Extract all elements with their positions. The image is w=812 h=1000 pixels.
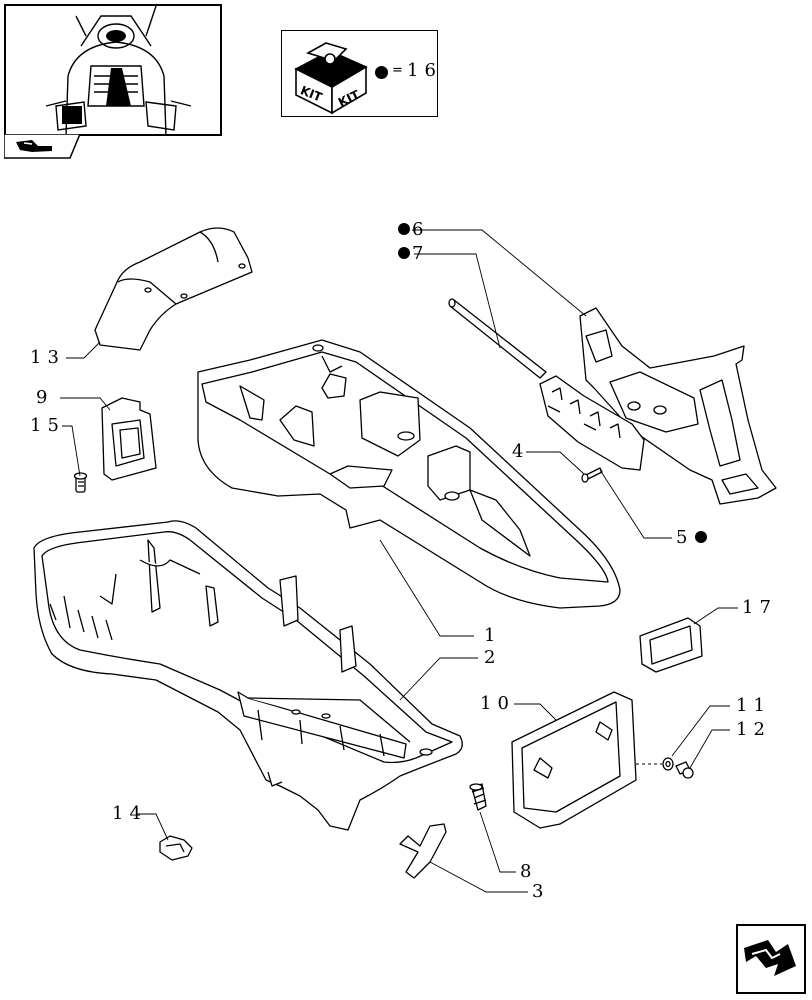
- kit-bullet-icon: [695, 530, 708, 543]
- kit-equals: =: [392, 63, 403, 78]
- part-3-clip: [399, 823, 447, 879]
- callout-5: 5: [676, 528, 709, 548]
- part-5-strip: [539, 375, 645, 471]
- callout-11: 11: [736, 695, 771, 716]
- callout-6: 6: [396, 220, 429, 240]
- callout-4: 4: [512, 441, 530, 462]
- thumbnail-tab: [3, 133, 82, 160]
- part-10-cover-plate: [511, 691, 637, 829]
- kit-reference-box: KIT KIT: [281, 30, 438, 117]
- pointer-hand-icon: [16, 140, 52, 152]
- navigation-arrow-icon: [744, 940, 796, 976]
- part-12-bolt: [675, 761, 694, 779]
- part-1-console-upper: [197, 339, 621, 609]
- callout-1: 1: [484, 625, 502, 646]
- kit-box-icon: KIT KIT: [294, 42, 368, 115]
- kit-bullet-icon: [398, 222, 410, 235]
- part-17-cap: [639, 617, 703, 673]
- callout-12: 12: [736, 719, 771, 740]
- kit-bullet-icon: [398, 246, 410, 259]
- callout-15: 15: [30, 415, 65, 436]
- callout-10: 10: [480, 693, 515, 714]
- callout-13: 13: [30, 347, 65, 368]
- next-page-button[interactable]: [736, 924, 806, 994]
- callout-3: 3: [532, 881, 550, 902]
- part-11-washer: [662, 757, 674, 771]
- leader-lines: [60, 229, 738, 893]
- part-6-bracket-assembly: [579, 307, 777, 505]
- part-2-console-lower: [33, 520, 463, 831]
- callout-14: 14: [112, 803, 147, 824]
- part-14-clamp: [159, 835, 193, 861]
- part-13-cover: [94, 227, 253, 351]
- callout-8: 8: [520, 861, 538, 882]
- location-thumbnail: [4, 4, 222, 136]
- kit-bullet-icon: [375, 66, 388, 79]
- part-4-screw: [581, 467, 603, 483]
- callout-17: 17: [742, 597, 777, 618]
- callout-7: 7: [396, 244, 429, 264]
- part-8-screw: [469, 783, 487, 811]
- callout-9: 9: [36, 387, 54, 408]
- part-9-bracket: [101, 397, 157, 481]
- vehicle-cab-thumbnail-image: [45, 6, 192, 134]
- callout-2: 2: [484, 647, 502, 668]
- kit-number: 16: [407, 60, 442, 81]
- part-15-bolt: [73, 472, 88, 493]
